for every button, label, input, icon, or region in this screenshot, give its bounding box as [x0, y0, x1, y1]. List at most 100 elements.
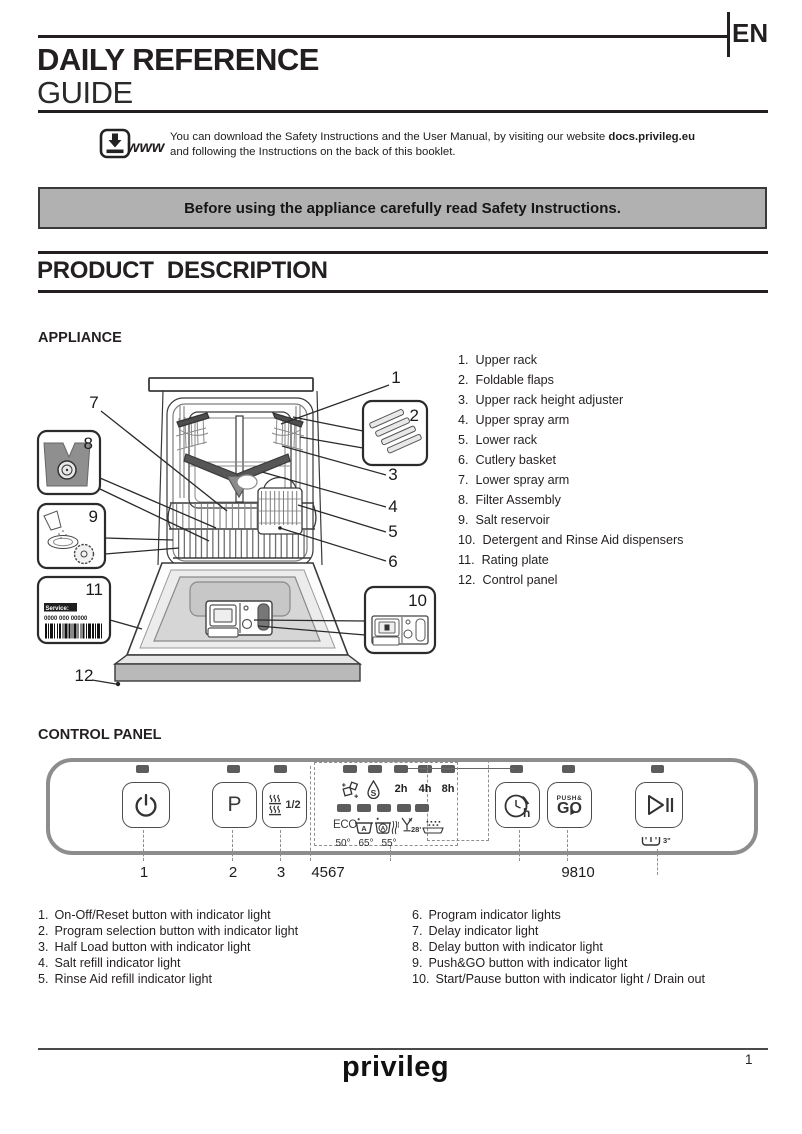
drain-time-label: 3" [663, 836, 671, 845]
callout-5: 5 [388, 522, 397, 541]
leader-line-3 [280, 830, 281, 861]
legend-right-column: 6.Program indicator lights 7.Delay indic… [412, 908, 705, 988]
list-item: 9.Push&GO button with indicator light [412, 955, 628, 970]
plinth-front [114, 663, 361, 682]
program-indicator-light-soak [415, 804, 429, 812]
program-indicator-light-rapid [397, 804, 411, 812]
appliance-diagram: Service: 0000 000 00000 1 2 3 4 5 6 7 8 … [36, 368, 437, 687]
www-label: www [127, 139, 165, 156]
list-item: 5.Rinse Aid refill indicator light [38, 971, 213, 986]
download-link-text: docs.privileg.eu [608, 131, 696, 143]
power-indicator-light [136, 765, 149, 773]
callout-6: 6 [388, 552, 397, 571]
panel-label-9810: 9810 [561, 864, 595, 881]
panel-label-1: 1 [139, 864, 149, 881]
half-load-button[interactable]: 1/2 [262, 782, 307, 828]
rapid-time-label: 28' [411, 825, 422, 834]
drain-out-icon [641, 837, 661, 846]
inset-salt-reservoir [36, 502, 107, 570]
power-icon [135, 793, 157, 817]
plinth-top [112, 654, 363, 665]
list-item: 4.Salt refill indicator light [38, 955, 181, 970]
program-button-label: P [227, 793, 242, 816]
rating-plate-number: 0000 000 00000 [44, 616, 88, 622]
control-panel-heading: CONTROL PANEL [38, 727, 162, 743]
delay-clock-icon: h [504, 794, 530, 820]
leader-line-5 [390, 846, 391, 861]
rapid-program-icon [401, 817, 413, 832]
safety-banner: Before using the appliance carefully rea… [38, 187, 767, 229]
download-icon [99, 128, 131, 159]
start-pause-button[interactable] [635, 782, 683, 828]
delay-indicator-light [510, 765, 523, 773]
on-off-reset-button[interactable] [122, 782, 170, 828]
list-item: 7.Delay indicator light [412, 923, 539, 938]
pushgo-top-label: PUSH& [556, 794, 583, 802]
delay-4h-label: 4h [418, 783, 432, 795]
callout-11: 11 [85, 580, 103, 599]
title-rule [38, 110, 768, 113]
auto-letter: A [361, 824, 367, 833]
pushgo-indicator-light [562, 765, 575, 773]
program-icon-group-box [314, 762, 458, 846]
list-item: 6.Program indicator lights [412, 908, 561, 922]
push-and-go-button[interactable]: PUSH& GO▶ [547, 782, 592, 828]
rinse-aid-icon: S [367, 780, 380, 799]
inset-filter-assembly [36, 429, 102, 496]
download-text-pre: You can download the Safety Instructions… [170, 131, 609, 143]
list-item: 11.Rating plate [458, 553, 549, 567]
delay-unit-label: h [523, 806, 530, 820]
half-load-label: 1/2 [285, 799, 301, 811]
panel-label-4567: 4567 [311, 864, 345, 881]
program-button-indicator-light [227, 765, 240, 773]
half-load-icon [269, 794, 282, 816]
detergent-dispenser [205, 600, 273, 638]
list-item: 10.Start/Pause button with indicator lig… [412, 971, 706, 986]
list-item: 1.On-Off/Reset button with indicator lig… [38, 908, 271, 922]
cutlery-basket [236, 474, 303, 535]
callout-10: 10 [408, 591, 427, 610]
soak-program-icon [422, 821, 444, 834]
list-item: 4.Upper spray arm [458, 413, 570, 427]
list-item: 10.Detergent and Rinse Aid dispensers [458, 533, 684, 547]
callout-9: 9 [89, 507, 98, 526]
indicator-connector-line [408, 768, 514, 769]
program-selection-button[interactable]: P [212, 782, 257, 828]
panel-label-2: 2 [228, 864, 238, 881]
safety-banner-text: Before using the appliance carefully rea… [184, 199, 621, 217]
start-pause-indicator-light [651, 765, 664, 773]
pushgo-go-label: GO▶ [557, 800, 582, 816]
leader-line-4 [310, 766, 311, 861]
delay-2h-label: 2h [394, 783, 408, 795]
salt-indicator-light [343, 765, 357, 773]
leader-line-1 [143, 830, 144, 861]
appliance-heading: APPLIANCE [38, 330, 122, 346]
auto-temp-label: 65° [358, 838, 374, 849]
inset-foldable-flaps [361, 399, 429, 467]
list-item: 6.Cutlery basket [458, 453, 557, 467]
dishwasher-drawing [112, 377, 363, 682]
rinse-aid-letter: S [371, 788, 377, 798]
list-item: 2.Program selection button with indicato… [38, 923, 299, 938]
half-load-indicator-light [274, 765, 287, 773]
rinse-aid-indicator-light [368, 765, 382, 773]
leader-line-8 [519, 830, 520, 861]
list-item: 3.Upper rack height adjuster [458, 393, 624, 407]
delay-button[interactable]: h [495, 782, 540, 828]
salt-refill-icon [342, 781, 359, 798]
intensive-letter: A [381, 825, 386, 832]
callout-1: 1 [391, 368, 400, 387]
eco-program-label: ECO [332, 819, 358, 831]
section-rule-top [38, 251, 768, 254]
section-title: PRODUCT DESCRIPTION [37, 257, 328, 284]
callout-2: 2 [410, 406, 419, 425]
rapid-temp-label: 55° [381, 838, 397, 849]
page-number: 1 [745, 1052, 753, 1067]
panel-label-3: 3 [276, 864, 286, 881]
list-item: 8.Delay button with indicator light [412, 939, 603, 954]
list-item: 7.Lower spray arm [458, 473, 570, 487]
list-item: 2.Foldable flaps [458, 373, 554, 387]
list-item: 12.Control panel [458, 573, 558, 587]
callout-3: 3 [388, 465, 397, 484]
program-indicator-light-intensive [377, 804, 391, 812]
